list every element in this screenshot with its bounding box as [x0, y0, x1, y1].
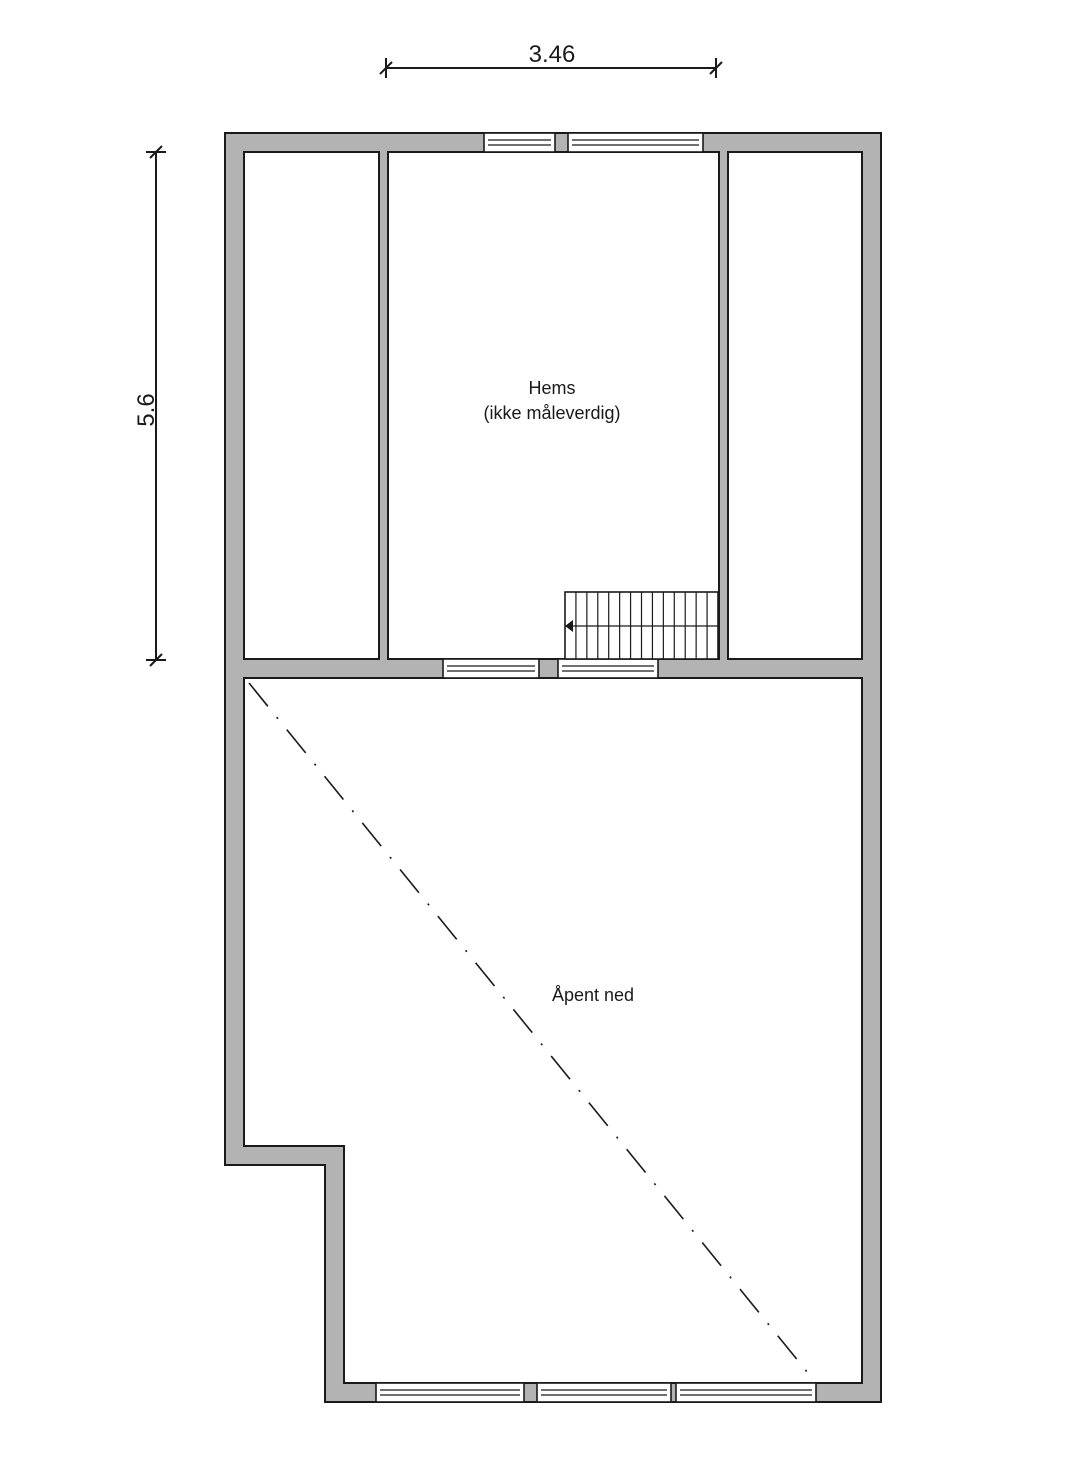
room-left-storage	[243, 151, 380, 660]
staircase	[564, 591, 719, 660]
opening-middle-right	[557, 658, 659, 679]
stair-direction-arrow-icon	[565, 620, 573, 632]
dimension-width-label: 3.46	[529, 41, 576, 68]
window-bottom-2	[536, 1382, 672, 1403]
dimension-height-label: 5.6	[133, 393, 160, 426]
window-bottom-3	[675, 1382, 817, 1403]
room-right-storage	[727, 151, 863, 660]
loft-note: (ikke måleverdig)	[483, 403, 620, 423]
dimension-width: 3.46	[379, 41, 723, 78]
room-loft	[387, 151, 720, 660]
room-open-below	[243, 677, 863, 1384]
window-bottom-1	[375, 1382, 525, 1403]
loft-label: Hems	[528, 378, 575, 398]
open-below-diagonal	[248, 682, 813, 1379]
dimension-height: 5.6	[133, 145, 166, 667]
opening-middle-left	[442, 658, 540, 679]
window-top-right	[567, 132, 704, 153]
open-below-label: Åpent ned	[552, 985, 634, 1005]
window-top-left	[483, 132, 556, 153]
